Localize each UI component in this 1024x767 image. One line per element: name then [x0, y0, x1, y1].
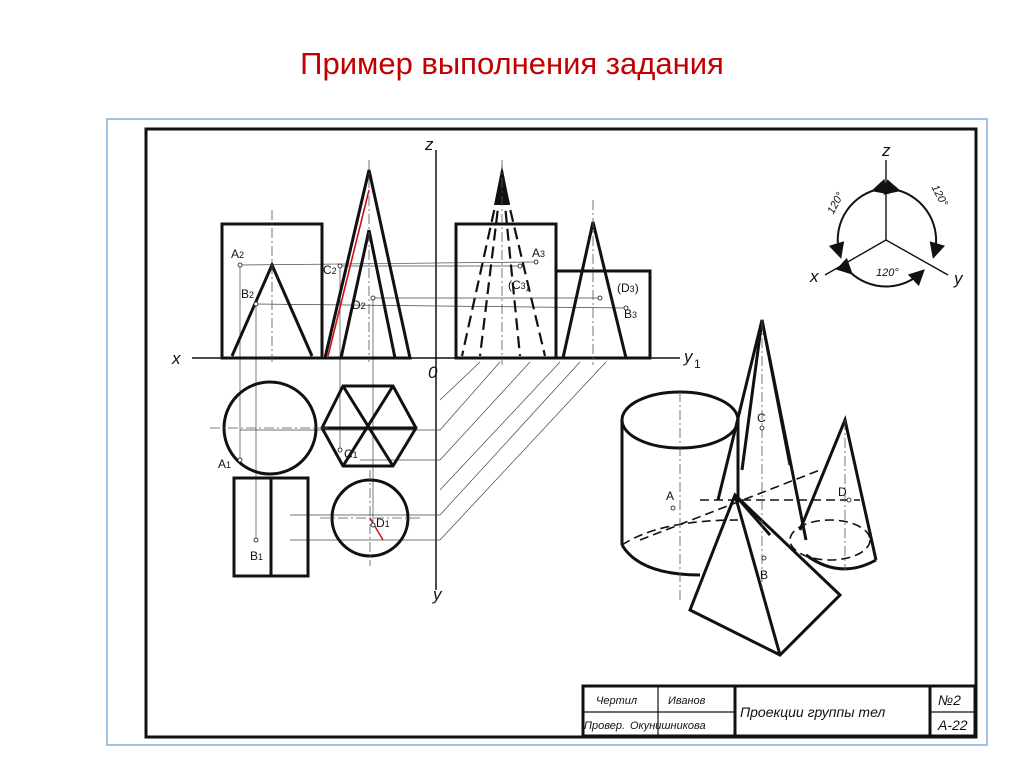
drawing-frame	[144, 127, 978, 739]
outer-frame	[106, 118, 988, 746]
svg-text:B: B	[760, 568, 768, 582]
svg-text:Провер.: Провер.	[584, 720, 625, 732]
svg-text:D2: D2	[352, 298, 366, 312]
svg-text:А-22: А-22	[937, 717, 968, 733]
pyramid-side	[554, 269, 652, 360]
axis-y-label: y	[432, 585, 443, 604]
svg-text:A1: A1	[218, 457, 231, 471]
svg-text:C2: C2	[323, 263, 337, 277]
svg-text:y: y	[953, 269, 964, 288]
slide-title: Пример выполнения задания	[300, 46, 724, 81]
svg-text:C1: C1	[344, 447, 358, 461]
svg-text:Проекции группы тел: Проекции группы тел	[740, 704, 885, 720]
iso-prism	[688, 492, 843, 657]
front-view-axis-lines	[271, 160, 370, 362]
svg-text:C: C	[757, 411, 766, 425]
axonometric-axes-diagram	[824, 160, 949, 288]
title-block-text: Чертил Иванов Провер. Окунишникова Проек…	[584, 692, 968, 733]
axis-labels: z x y y 1 0	[171, 135, 701, 604]
svg-text:(C3): (C3)	[508, 278, 530, 292]
svg-text:120°: 120°	[876, 267, 899, 279]
svg-text:D: D	[838, 485, 847, 499]
origin-label: 0	[428, 363, 438, 382]
svg-text:z: z	[881, 141, 891, 160]
svg-text:B3: B3	[624, 307, 637, 321]
point-labels: A2 B2 C2 D2 A3 (C3) (D3) B3 A1 B1 C1 D1 …	[218, 246, 847, 582]
svg-text:A: A	[666, 489, 674, 503]
point-markers	[237, 259, 852, 561]
svg-text:Иванов: Иванов	[668, 695, 706, 707]
svg-text:x: x	[809, 267, 819, 286]
axis-y1-label: y	[683, 347, 694, 366]
svg-text:120°: 120°	[825, 190, 847, 216]
svg-text:Чертил: Чертил	[596, 695, 637, 707]
svg-text:№2: №2	[938, 692, 961, 708]
svg-text:A3: A3	[532, 246, 545, 260]
svg-text:1: 1	[694, 357, 701, 371]
side-view-hidden	[460, 174, 547, 357]
svg-text:(D3): (D3)	[617, 281, 639, 295]
axis-z-label: z	[424, 135, 434, 154]
svg-text:D1: D1	[376, 516, 390, 530]
svg-text:120°: 120°	[929, 183, 951, 209]
svg-text:B1: B1	[250, 549, 263, 563]
projection-lines	[239, 261, 627, 541]
axis-x-label: x	[171, 349, 181, 368]
svg-text:Окунишникова: Окунишникова	[630, 720, 706, 732]
top-view	[222, 380, 418, 578]
svg-text:A2: A2	[231, 247, 244, 261]
svg-text:B2: B2	[241, 287, 254, 301]
pyramid-front	[323, 169, 412, 360]
pyramid-edge-highlight	[327, 189, 370, 357]
title-block	[581, 684, 977, 738]
